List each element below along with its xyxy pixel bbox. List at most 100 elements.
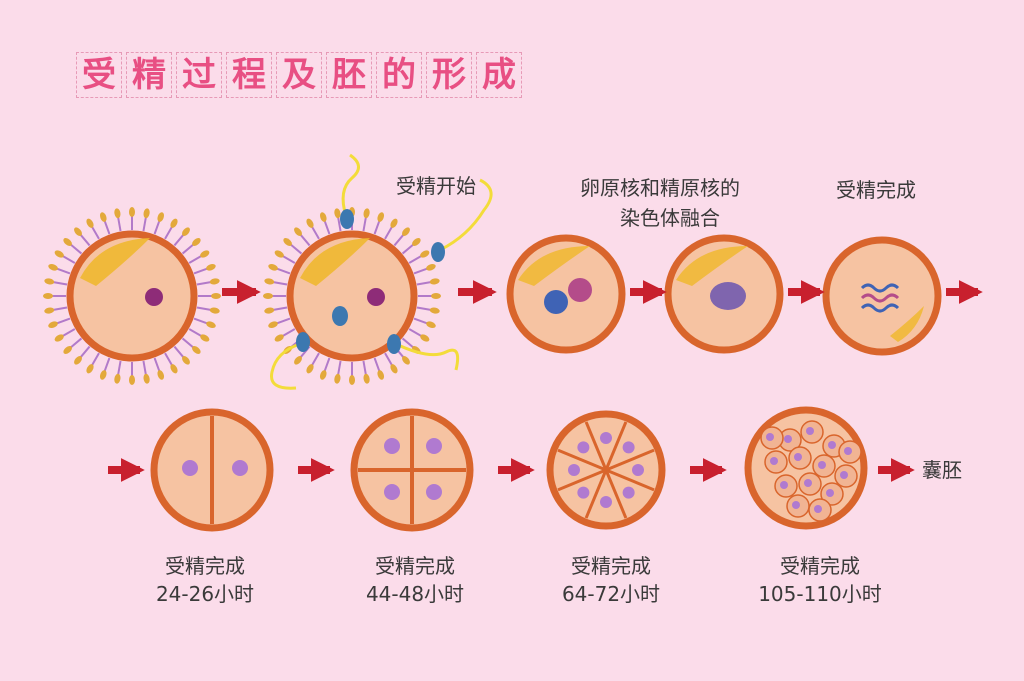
stage-caption: 受精完成 44-48小时 [340, 552, 490, 608]
nucleus [426, 484, 442, 500]
nucleus [577, 441, 590, 454]
corona-cell [44, 307, 55, 314]
title-char: 的 [376, 52, 422, 98]
corona-cell [182, 227, 190, 236]
corona-cell [274, 250, 284, 258]
corona-cell [206, 321, 216, 329]
label-blastocyst: 囊胚 [922, 458, 962, 482]
corona-cell [306, 218, 314, 228]
sperm-head [431, 242, 445, 262]
corona-cell [157, 212, 165, 222]
corona-cell [334, 373, 341, 384]
corona-cell [264, 278, 275, 285]
corona-cell [200, 334, 210, 342]
chromosome-strand [860, 283, 900, 293]
corona-cell [334, 208, 341, 219]
polar-body [80, 238, 150, 286]
corona-cell [192, 238, 201, 246]
title-char: 过 [176, 52, 222, 98]
sperm-tail [439, 178, 493, 252]
cleavage-furrows [557, 421, 655, 519]
corona-cell [429, 307, 440, 314]
nucleus [814, 505, 822, 513]
fertilized-zygote [822, 236, 942, 356]
corona-cell [431, 293, 441, 299]
nucleus [840, 471, 848, 479]
corona-cell [268, 263, 278, 271]
blastomeres [760, 420, 862, 522]
corona-cell [182, 356, 190, 365]
corona-cell [294, 227, 302, 236]
corona-cell [54, 334, 64, 342]
corona-cell [86, 364, 94, 374]
polar-body [518, 246, 590, 286]
corona-cell [426, 321, 436, 329]
corona-cell [390, 364, 398, 374]
nucleus [145, 288, 163, 306]
cleavage-furrow [557, 468, 607, 492]
stage-caption: 受精完成 64-72小时 [536, 552, 686, 608]
chromosome-fusion-cell [664, 234, 784, 354]
title-char: 胚 [326, 52, 372, 98]
corona-cell [86, 218, 94, 228]
corona-cell [420, 250, 430, 258]
male-pronucleus [544, 290, 568, 314]
stage-caption: 受精完成 105-110小时 [730, 552, 910, 608]
corona-cell [99, 212, 107, 222]
corona-cell [402, 356, 410, 365]
nucleus [770, 457, 778, 465]
sperm-head [332, 306, 348, 326]
zona-pellucida [822, 236, 942, 356]
title-char: 受 [76, 52, 122, 98]
nucleus [182, 460, 198, 476]
sperm-head [340, 209, 354, 229]
corona-cell [264, 307, 275, 314]
corona-cell [283, 238, 292, 246]
corona-cell [129, 375, 135, 385]
chromosome-strand [860, 293, 900, 303]
diagram-title: 受 精 过 程 及 胚 的 形 成 [76, 52, 526, 98]
corona-cell [192, 346, 201, 354]
corona-cell [306, 364, 314, 374]
cleavage-furrow [605, 468, 655, 492]
stage-caption-time: 24-26小时 [155, 582, 255, 606]
fertilization-start-cell [263, 153, 493, 390]
corona-cell [63, 346, 72, 354]
cleavage-furrow [557, 448, 607, 472]
nucleus [794, 453, 802, 461]
corona-cell [74, 356, 82, 365]
corona-cell [143, 373, 150, 384]
label-pronuclei-fusion-1: 卵原核和精原核的 [580, 176, 740, 200]
polar-body [676, 246, 748, 286]
nucleus [577, 486, 590, 499]
corona-cell [209, 307, 220, 314]
stage-caption-time: 44-48小时 [365, 582, 465, 606]
nucleus [426, 438, 442, 454]
nucleus [818, 461, 826, 469]
stage-caption-title: 受精完成 [375, 554, 455, 578]
corona-cell [377, 212, 385, 222]
corona-cell [43, 293, 53, 299]
cleavage-furrow [604, 469, 628, 519]
corona-cell [48, 263, 58, 271]
nucleus [784, 435, 792, 443]
cleavage-furrow [584, 421, 608, 471]
corona-cell [429, 278, 440, 285]
nucleus [622, 441, 635, 454]
eight-cell-embryo [546, 410, 666, 530]
pronuclei-cell [506, 234, 626, 354]
two-cell-embryo [150, 408, 274, 532]
four-cell-embryo [350, 408, 474, 532]
nucleus [844, 447, 852, 455]
corona-cell [63, 238, 72, 246]
corona-cell [157, 370, 165, 380]
chromosome-strand [860, 303, 900, 313]
female-pronucleus [568, 278, 592, 302]
corona-cell [412, 238, 421, 246]
corona-cell [114, 373, 121, 384]
sperm-tail [395, 342, 460, 371]
morula [744, 406, 868, 530]
corona-cell [129, 207, 135, 217]
nucleus [384, 438, 400, 454]
